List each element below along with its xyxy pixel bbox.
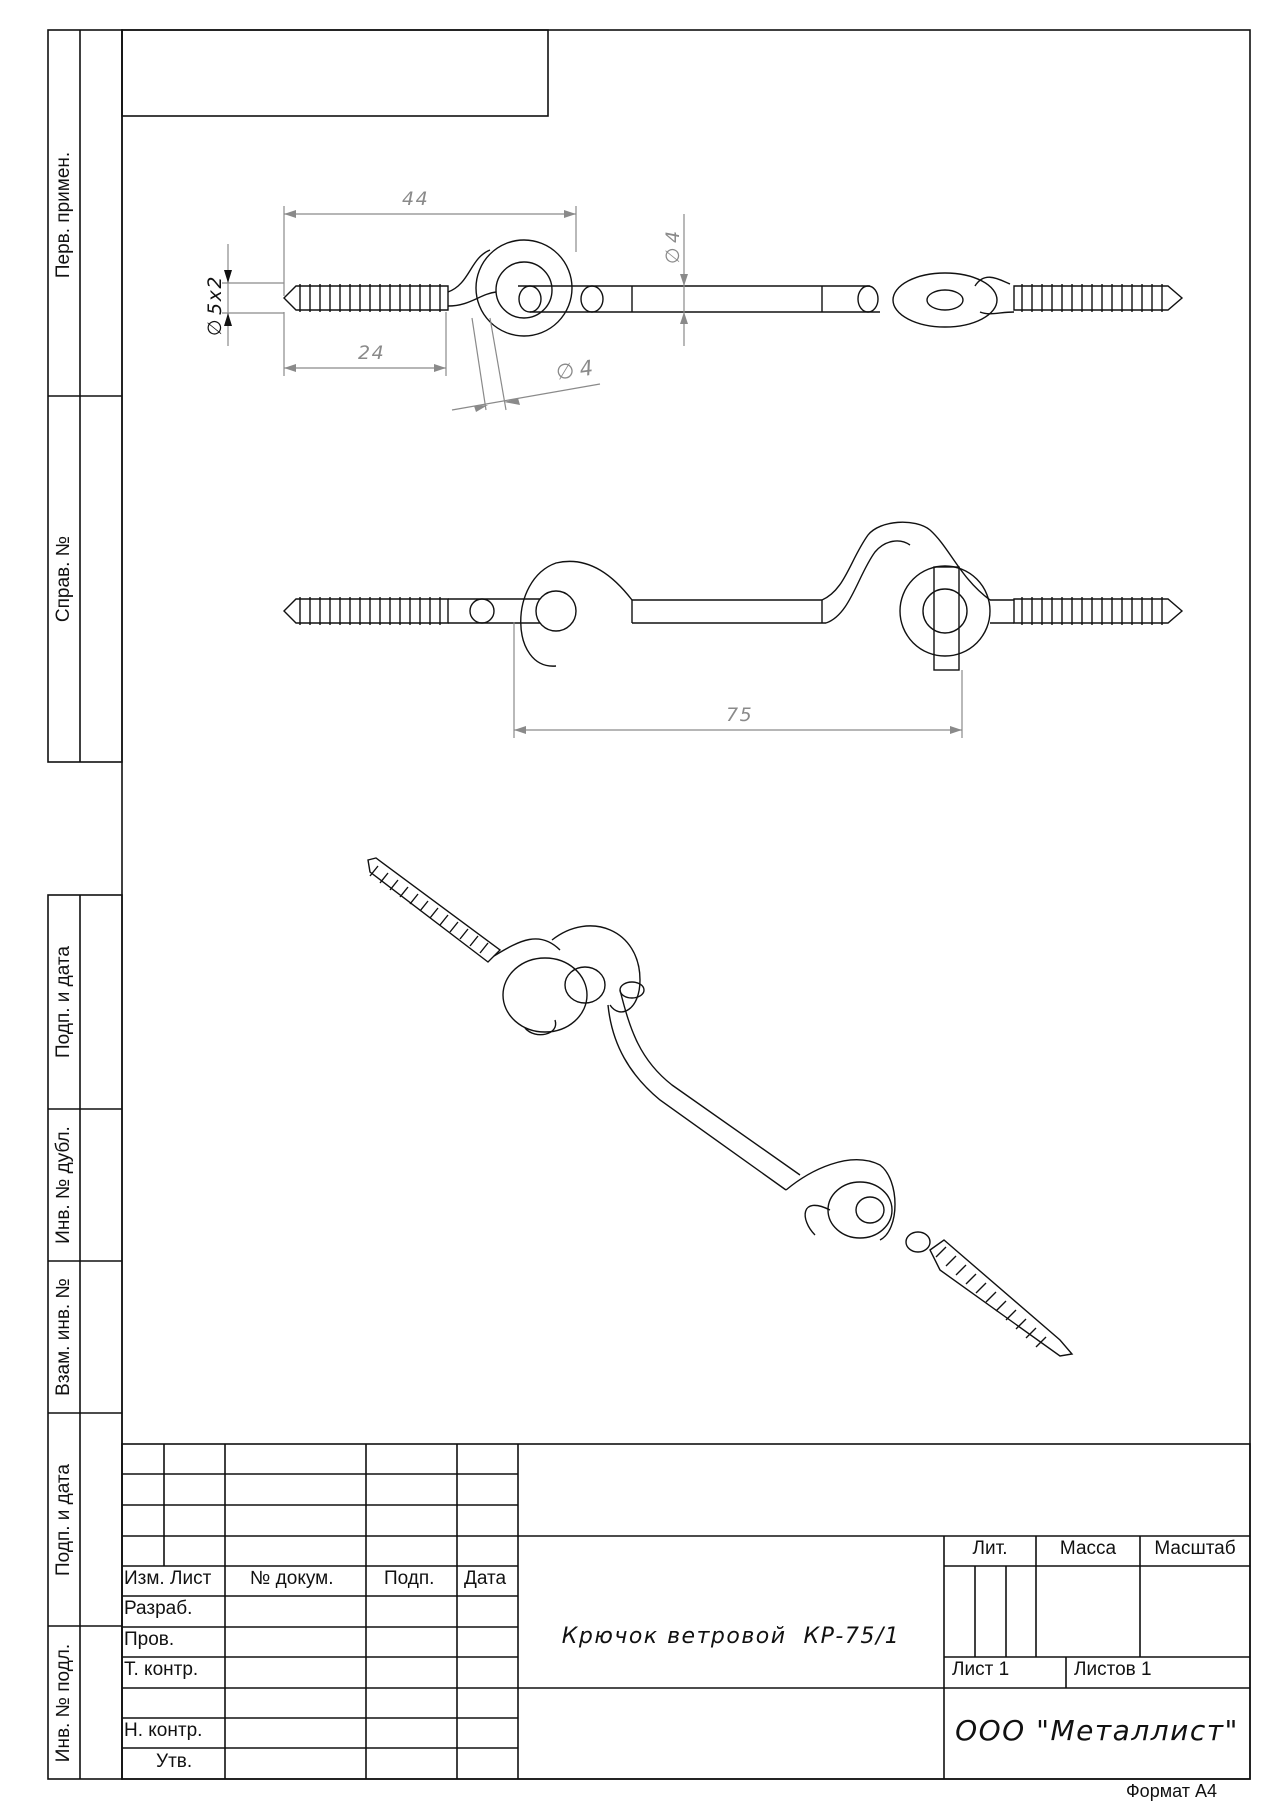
- dimension-24: 24: [358, 342, 386, 364]
- product-name: Крючок ветровой КР-75/1: [561, 1624, 901, 1649]
- side-label-perv-primen: Перв. примен.: [53, 151, 74, 279]
- dimension-dia-4-ring: ∅4: [554, 355, 596, 385]
- sheet-frame: [121, 29, 1251, 1780]
- company-name: ООО "Металлист": [955, 1714, 1239, 1747]
- header-data: Дата: [464, 1568, 507, 1589]
- sheets-total: Листов 1: [1074, 1659, 1152, 1680]
- sheet-number: Лист 1: [952, 1659, 1010, 1680]
- role-prov: Пров.: [124, 1629, 175, 1650]
- side-label-inv-dubl: Инв. № дубл.: [53, 1126, 74, 1244]
- dimension-44: 44: [402, 188, 430, 210]
- top-left-box: [121, 29, 549, 117]
- format-label: Формат А4: [1126, 1781, 1217, 1801]
- screw-right-iso: [929, 1239, 1074, 1357]
- header-podp: Подп.: [384, 1568, 435, 1589]
- dimension-arrows-middle: [514, 726, 962, 734]
- role-t-kontr: Т. контр.: [124, 1659, 199, 1680]
- dimension-75: 75: [726, 704, 754, 726]
- dimension-lines-top: [222, 206, 685, 411]
- dimension-dia-4-ring-value: 4: [578, 355, 597, 382]
- dimension-thread-value: 5x2: [204, 275, 226, 315]
- label-massa: Масса: [1059, 1538, 1117, 1559]
- side-label-sprav-no: Справ. №: [53, 535, 74, 623]
- screw-right-middle: [1013, 597, 1184, 625]
- diameter-symbol: ∅: [554, 358, 578, 385]
- header-n-dokum: № докум.: [250, 1568, 334, 1589]
- header-list: Лист: [170, 1568, 212, 1589]
- dimension-dia-4-top: ∅4: [662, 204, 686, 264]
- diameter-symbol: ∅: [204, 317, 226, 336]
- role-utv: Утв.: [156, 1751, 193, 1772]
- side-label-vzam-inv: Взам. инв. №: [53, 1278, 74, 1396]
- screw-right-top: [1013, 284, 1184, 312]
- view-isometric: [367, 857, 1074, 1357]
- label-masshtab: Масштаб: [1154, 1538, 1236, 1559]
- header-izm: Изм.: [124, 1568, 165, 1589]
- side-label-podp-data-1: Подп. и дата: [53, 946, 74, 1058]
- side-strip-bottom: [47, 894, 123, 1780]
- label-lit: Лит.: [972, 1538, 1008, 1559]
- dimension-lines-middle: [513, 622, 963, 738]
- role-razrab: Разраб.: [124, 1598, 193, 1619]
- side-label-inv-podl: Инв. № подл.: [53, 1643, 74, 1763]
- side-label-podp-data-2: Подп. и дата: [53, 1464, 74, 1576]
- screw-left-iso: [367, 857, 502, 963]
- screw-left-middle: [283, 597, 449, 625]
- dimension-dia-4-top-value: 4: [662, 229, 684, 243]
- screw-left-top: [283, 284, 449, 312]
- diameter-symbol: ∅: [662, 245, 684, 264]
- view-middle: [283, 521, 1184, 671]
- view-top: [283, 239, 1184, 337]
- title-block: [121, 1443, 1251, 1780]
- dimension-arrows-top: [284, 210, 688, 412]
- dimension-thread: ∅ 5x2: [204, 256, 228, 336]
- role-n-kontr: Н. контр.: [124, 1720, 203, 1741]
- dimension-arrows-thread: [224, 270, 232, 326]
